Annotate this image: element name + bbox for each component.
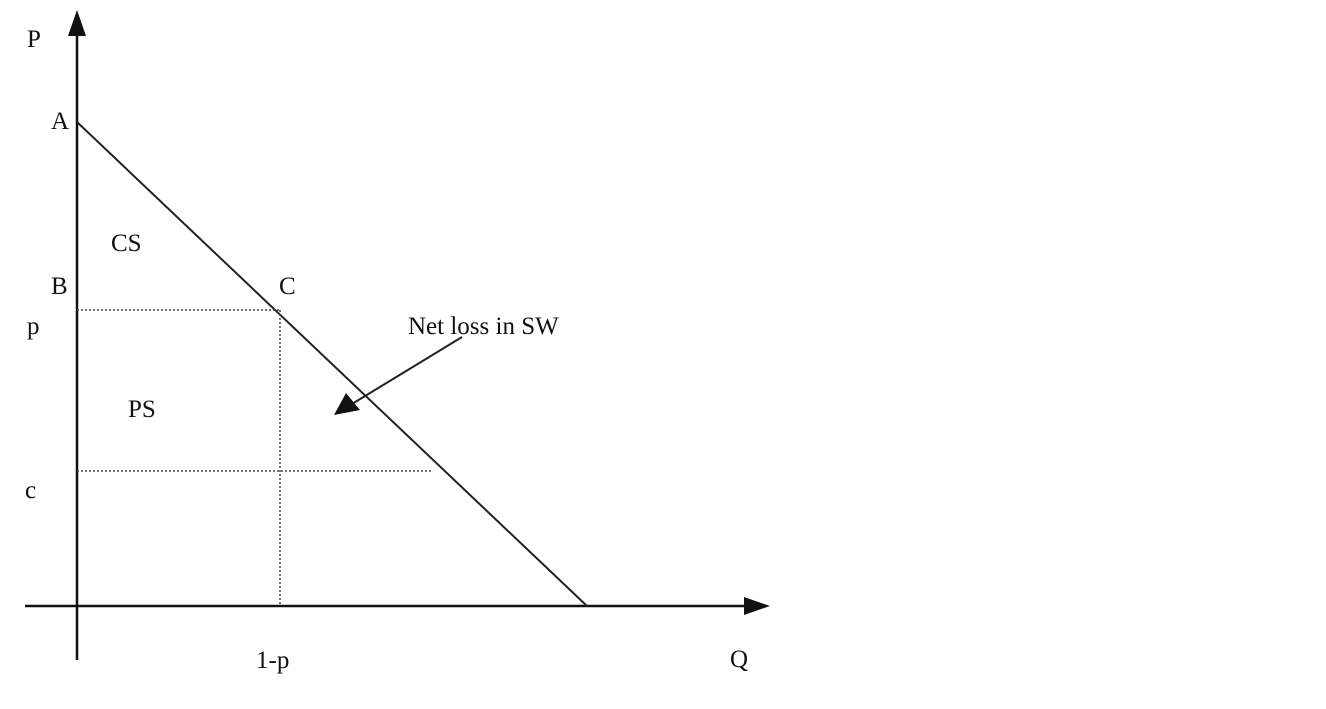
point-a-label: A <box>51 108 69 135</box>
x-axis-label: Q <box>730 646 748 673</box>
net-loss-annotation: Net loss in SW <box>408 313 559 340</box>
cs-region-label: CS <box>111 230 142 257</box>
annotation-arrowhead <box>334 393 360 415</box>
x-axis-arrowhead <box>744 597 770 615</box>
ps-region-label: PS <box>128 396 156 423</box>
demand-line <box>76 121 588 607</box>
price-tick-label: p <box>27 313 40 340</box>
annotation-arrow <box>351 336 463 405</box>
y-axis-label: P <box>27 26 41 53</box>
point-c-label: C <box>279 273 296 300</box>
quantity-tick-label: 1-p <box>256 647 289 674</box>
y-axis-arrowhead <box>68 10 86 36</box>
cost-tick-label: c <box>25 477 36 504</box>
point-b-label: B <box>51 273 68 300</box>
